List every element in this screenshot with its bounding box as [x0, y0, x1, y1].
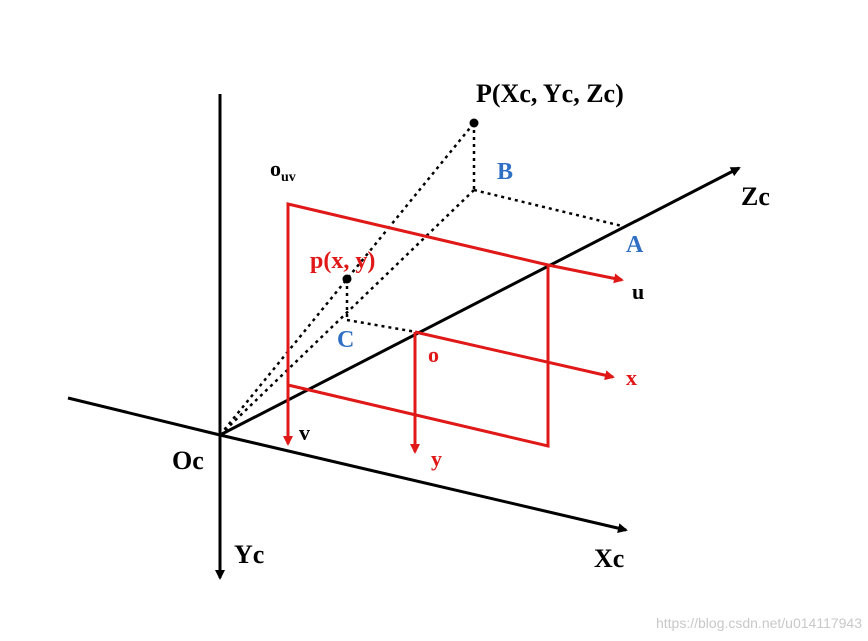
xc-axis-back	[67, 396, 221, 437]
x-axis	[414, 330, 615, 381]
label-C: C	[337, 327, 354, 353]
point-p	[342, 274, 352, 284]
label-Oc: Oc	[172, 446, 204, 475]
label-y: y	[431, 446, 442, 471]
label-u: u	[632, 279, 644, 304]
watermark: https://blog.csdn.net/u014117943	[656, 615, 862, 631]
u-axis	[547, 263, 624, 284]
label-Zc: Zc	[741, 182, 770, 211]
label-v: v	[299, 420, 310, 445]
label-o: o	[428, 342, 439, 367]
label-p: p(x, y)	[310, 248, 375, 274]
label-A: A	[626, 232, 644, 258]
label-x: x	[626, 365, 637, 390]
projection-lines	[219, 122, 623, 436]
label-Yc: Yc	[234, 540, 264, 569]
zc-axis	[219, 166, 741, 437]
label-B: B	[497, 159, 513, 185]
point-P	[469, 118, 479, 128]
label-ouv: ouv	[270, 156, 296, 185]
label-Xc: Xc	[594, 544, 624, 573]
image-plane	[286, 202, 550, 448]
xc-axis	[219, 433, 628, 534]
label-P: P(Xc, Yc, Zc)	[476, 79, 624, 108]
